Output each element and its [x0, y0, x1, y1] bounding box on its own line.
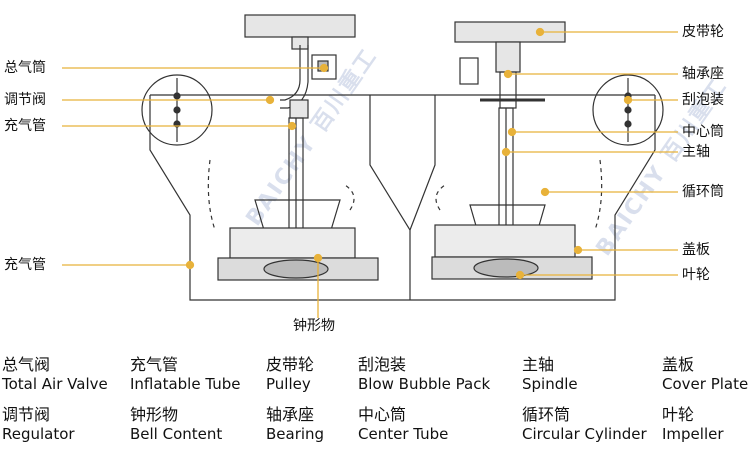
left-cover-plate — [229, 227, 356, 259]
legend-zh: 盖板 — [662, 355, 695, 374]
legend-en: Cover Plate — [662, 375, 749, 393]
callout-circular-cylinder: 循环筒 — [682, 184, 724, 200]
legend: 总气阀 Total Air Valve 调节阀 Regulator 充气管 In… — [0, 355, 750, 450]
legend-item-total-air-valve: 总气阀 Total Air Valve — [2, 355, 108, 394]
legend-zh: 调节阀 — [2, 405, 51, 424]
legend-item-impeller: 叶轮 Impeller — [662, 405, 724, 444]
legend-en: Circular Cylinder — [522, 425, 647, 443]
left-pulley — [244, 14, 356, 38]
callout-bell-content: 钟形物 — [293, 318, 335, 334]
callout-cover-plate: 盖板 — [682, 242, 710, 258]
callout-spindle: 主轴 — [682, 144, 710, 160]
legend-en: Center Tube — [358, 425, 449, 443]
legend-en: Regulator — [2, 425, 75, 443]
flotation-machine-diagram — [62, 14, 678, 318]
legend-item-pulley: 皮带轮 Pulley — [266, 355, 314, 394]
legend-item-center-tube: 中心筒 Center Tube — [358, 405, 448, 444]
legend-zh: 轴承座 — [266, 405, 315, 424]
legend-en: Blow Bubble Pack — [358, 375, 491, 393]
legend-en: Bearing — [266, 425, 325, 443]
legend-item-bearing: 轴承座 Bearing — [266, 405, 324, 444]
legend-en: Inflatable Tube — [130, 375, 241, 393]
left-scraper-circle — [141, 74, 213, 146]
legend-zh: 总气阀 — [2, 355, 51, 374]
legend-en: Impeller — [662, 425, 724, 443]
legend-en: Spindle — [522, 375, 578, 393]
callout-total-air-valve: 总气筒 — [4, 60, 46, 76]
callout-inflatable-tube: 充气管 — [4, 118, 46, 134]
callout-pulley: 皮带轮 — [682, 24, 724, 40]
center-trough — [369, 95, 411, 300]
callout-blow-bubble-pack: 刮泡装 — [682, 92, 724, 108]
legend-item-inflatable-tube: 充气管 Inflatable Tube — [130, 355, 240, 394]
legend-zh: 刮泡装 — [358, 355, 407, 374]
legend-item-spindle: 主轴 Spindle — [522, 355, 578, 394]
callout-impeller: 叶轮 — [682, 267, 710, 283]
legend-zh: 中心筒 — [358, 405, 407, 424]
legend-zh: 叶轮 — [662, 405, 695, 424]
callout-inflatable-tube-2: 充气管 — [4, 257, 46, 273]
legend-zh: 主轴 — [522, 355, 555, 374]
callout-center-tube: 中心筒 — [682, 124, 724, 140]
legend-zh: 循环筒 — [522, 405, 571, 424]
legend-en: Total Air Valve — [2, 375, 108, 393]
legend-item-blow-bubble-pack: 刮泡装 Blow Bubble Pack — [358, 355, 490, 394]
legend-en: Pulley — [266, 375, 311, 393]
callout-bearing: 轴承座 — [682, 66, 724, 82]
legend-item-circular-cylinder: 循环筒 Circular Cylinder — [522, 405, 647, 444]
legend-zh: 充气管 — [130, 355, 179, 374]
legend-item-cover-plate: 盖板 Cover Plate — [662, 355, 748, 394]
left-air-pipe — [280, 45, 301, 101]
legend-zh: 皮带轮 — [266, 355, 315, 374]
right-cover-plate — [434, 224, 576, 258]
legend-item-regulator: 调节阀 Regulator — [2, 405, 75, 444]
right-scraper-circle — [592, 74, 664, 146]
legend-zh: 钟形物 — [130, 405, 179, 424]
callout-regulator: 调节阀 — [4, 92, 46, 108]
tank-outline — [149, 95, 656, 301]
legend-en: Bell Content — [130, 425, 223, 443]
legend-item-bell-content: 钟形物 Bell Content — [130, 405, 222, 444]
